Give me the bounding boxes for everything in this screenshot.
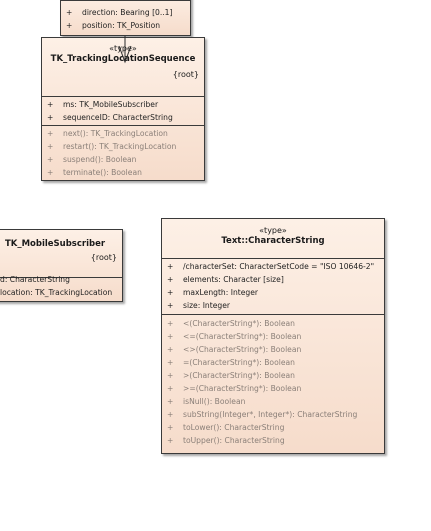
attribute-row: +size: Integer — [167, 301, 231, 310]
attribute-compartment: +/characterSet: CharacterSetCode = "ISO … — [162, 259, 384, 314]
root-tag: {root} — [172, 70, 199, 79]
compartment-separator — [162, 314, 384, 315]
attribute-row: +sequenceID: CharacterString — [47, 113, 173, 122]
operation-compartment: +<(CharacterString*): Boolean +<=(Charac… — [162, 315, 384, 447]
attribute-row: +direction: Bearing [0..1] — [66, 8, 173, 17]
compartment-separator — [42, 96, 204, 97]
association-arrow — [118, 36, 132, 64]
operation-row: +<=(CharacterString*): Boolean — [167, 332, 302, 341]
class-tk-mobile-subscriber[interactable]: TK_MobileSubscriber {root} d: CharacterS… — [0, 229, 123, 302]
partial-class-top[interactable]: +direction: Bearing [0..1] +position: TK… — [60, 0, 191, 36]
attribute-row: location: TK_TrackingLocation — [0, 288, 113, 297]
operation-row: +terminate(): Boolean — [47, 168, 142, 177]
compartment-separator — [162, 258, 384, 259]
class-name: TK_TrackingLocationSequence — [50, 54, 196, 64]
operation-row: +>(CharacterString*): Boolean — [167, 371, 295, 380]
operation-compartment: +next(): TK_TrackingLocation +restart():… — [42, 126, 204, 179]
operation-row: +suspend(): Boolean — [47, 155, 137, 164]
operation-row: +next(): TK_TrackingLocation — [47, 129, 168, 138]
compartment-separator — [61, 0, 190, 1]
class-text-character-string[interactable]: «type» Text::CharacterString +/character… — [161, 218, 385, 454]
attribute-row: +maxLength: Integer — [167, 288, 259, 297]
attribute-row: +elements: Character [size] — [167, 275, 284, 284]
operation-row: +<>(CharacterString*): Boolean — [167, 345, 302, 354]
compartment-separator — [0, 277, 122, 278]
attribute-row: d: CharacterString — [0, 275, 70, 284]
class-tk-tracking-location-sequence[interactable]: «type» TK_TrackingLocationSequence {root… — [41, 37, 205, 181]
class-header: «type» TK_TrackingLocationSequence {root… — [42, 38, 204, 96]
class-name: TK_MobileSubscriber — [4, 239, 106, 249]
attribute-row: +/characterSet: CharacterSetCode = "ISO … — [167, 262, 375, 271]
attribute-row: +ms: TK_MobileSubscriber — [47, 100, 159, 109]
class-header: «type» Text::CharacterString — [162, 219, 384, 258]
stereotype-label: «type» — [109, 44, 137, 53]
stereotype-label: «type» — [259, 226, 287, 235]
attribute-row: +position: TK_Position — [66, 21, 161, 30]
operation-row: +toLower(): CharacterString — [167, 423, 285, 432]
operation-row: +<(CharacterString*): Boolean — [167, 319, 295, 328]
compartment-separator — [42, 125, 204, 126]
partial-attributes: +direction: Bearing [0..1] +position: TK… — [61, 6, 172, 32]
operation-row: +=(CharacterString*): Boolean — [167, 358, 295, 367]
operation-row: +subString(Integer*, Integer*): Characte… — [167, 410, 358, 419]
root-tag: {root} — [90, 253, 117, 262]
operation-row: +isNull(): Boolean — [167, 397, 246, 406]
operation-row: +>=(CharacterString*): Boolean — [167, 384, 302, 393]
operation-row: +toUpper(): CharacterString — [167, 436, 285, 445]
attribute-compartment: +ms: TK_MobileSubscriber +sequenceID: Ch… — [42, 97, 204, 125]
operation-row: +restart(): TK_TrackingLocation — [47, 142, 177, 151]
class-header: TK_MobileSubscriber {root} — [0, 230, 122, 277]
class-name: Text::CharacterString — [221, 236, 325, 246]
attribute-compartment: d: CharacterString location: TK_Tracking… — [0, 275, 122, 297]
